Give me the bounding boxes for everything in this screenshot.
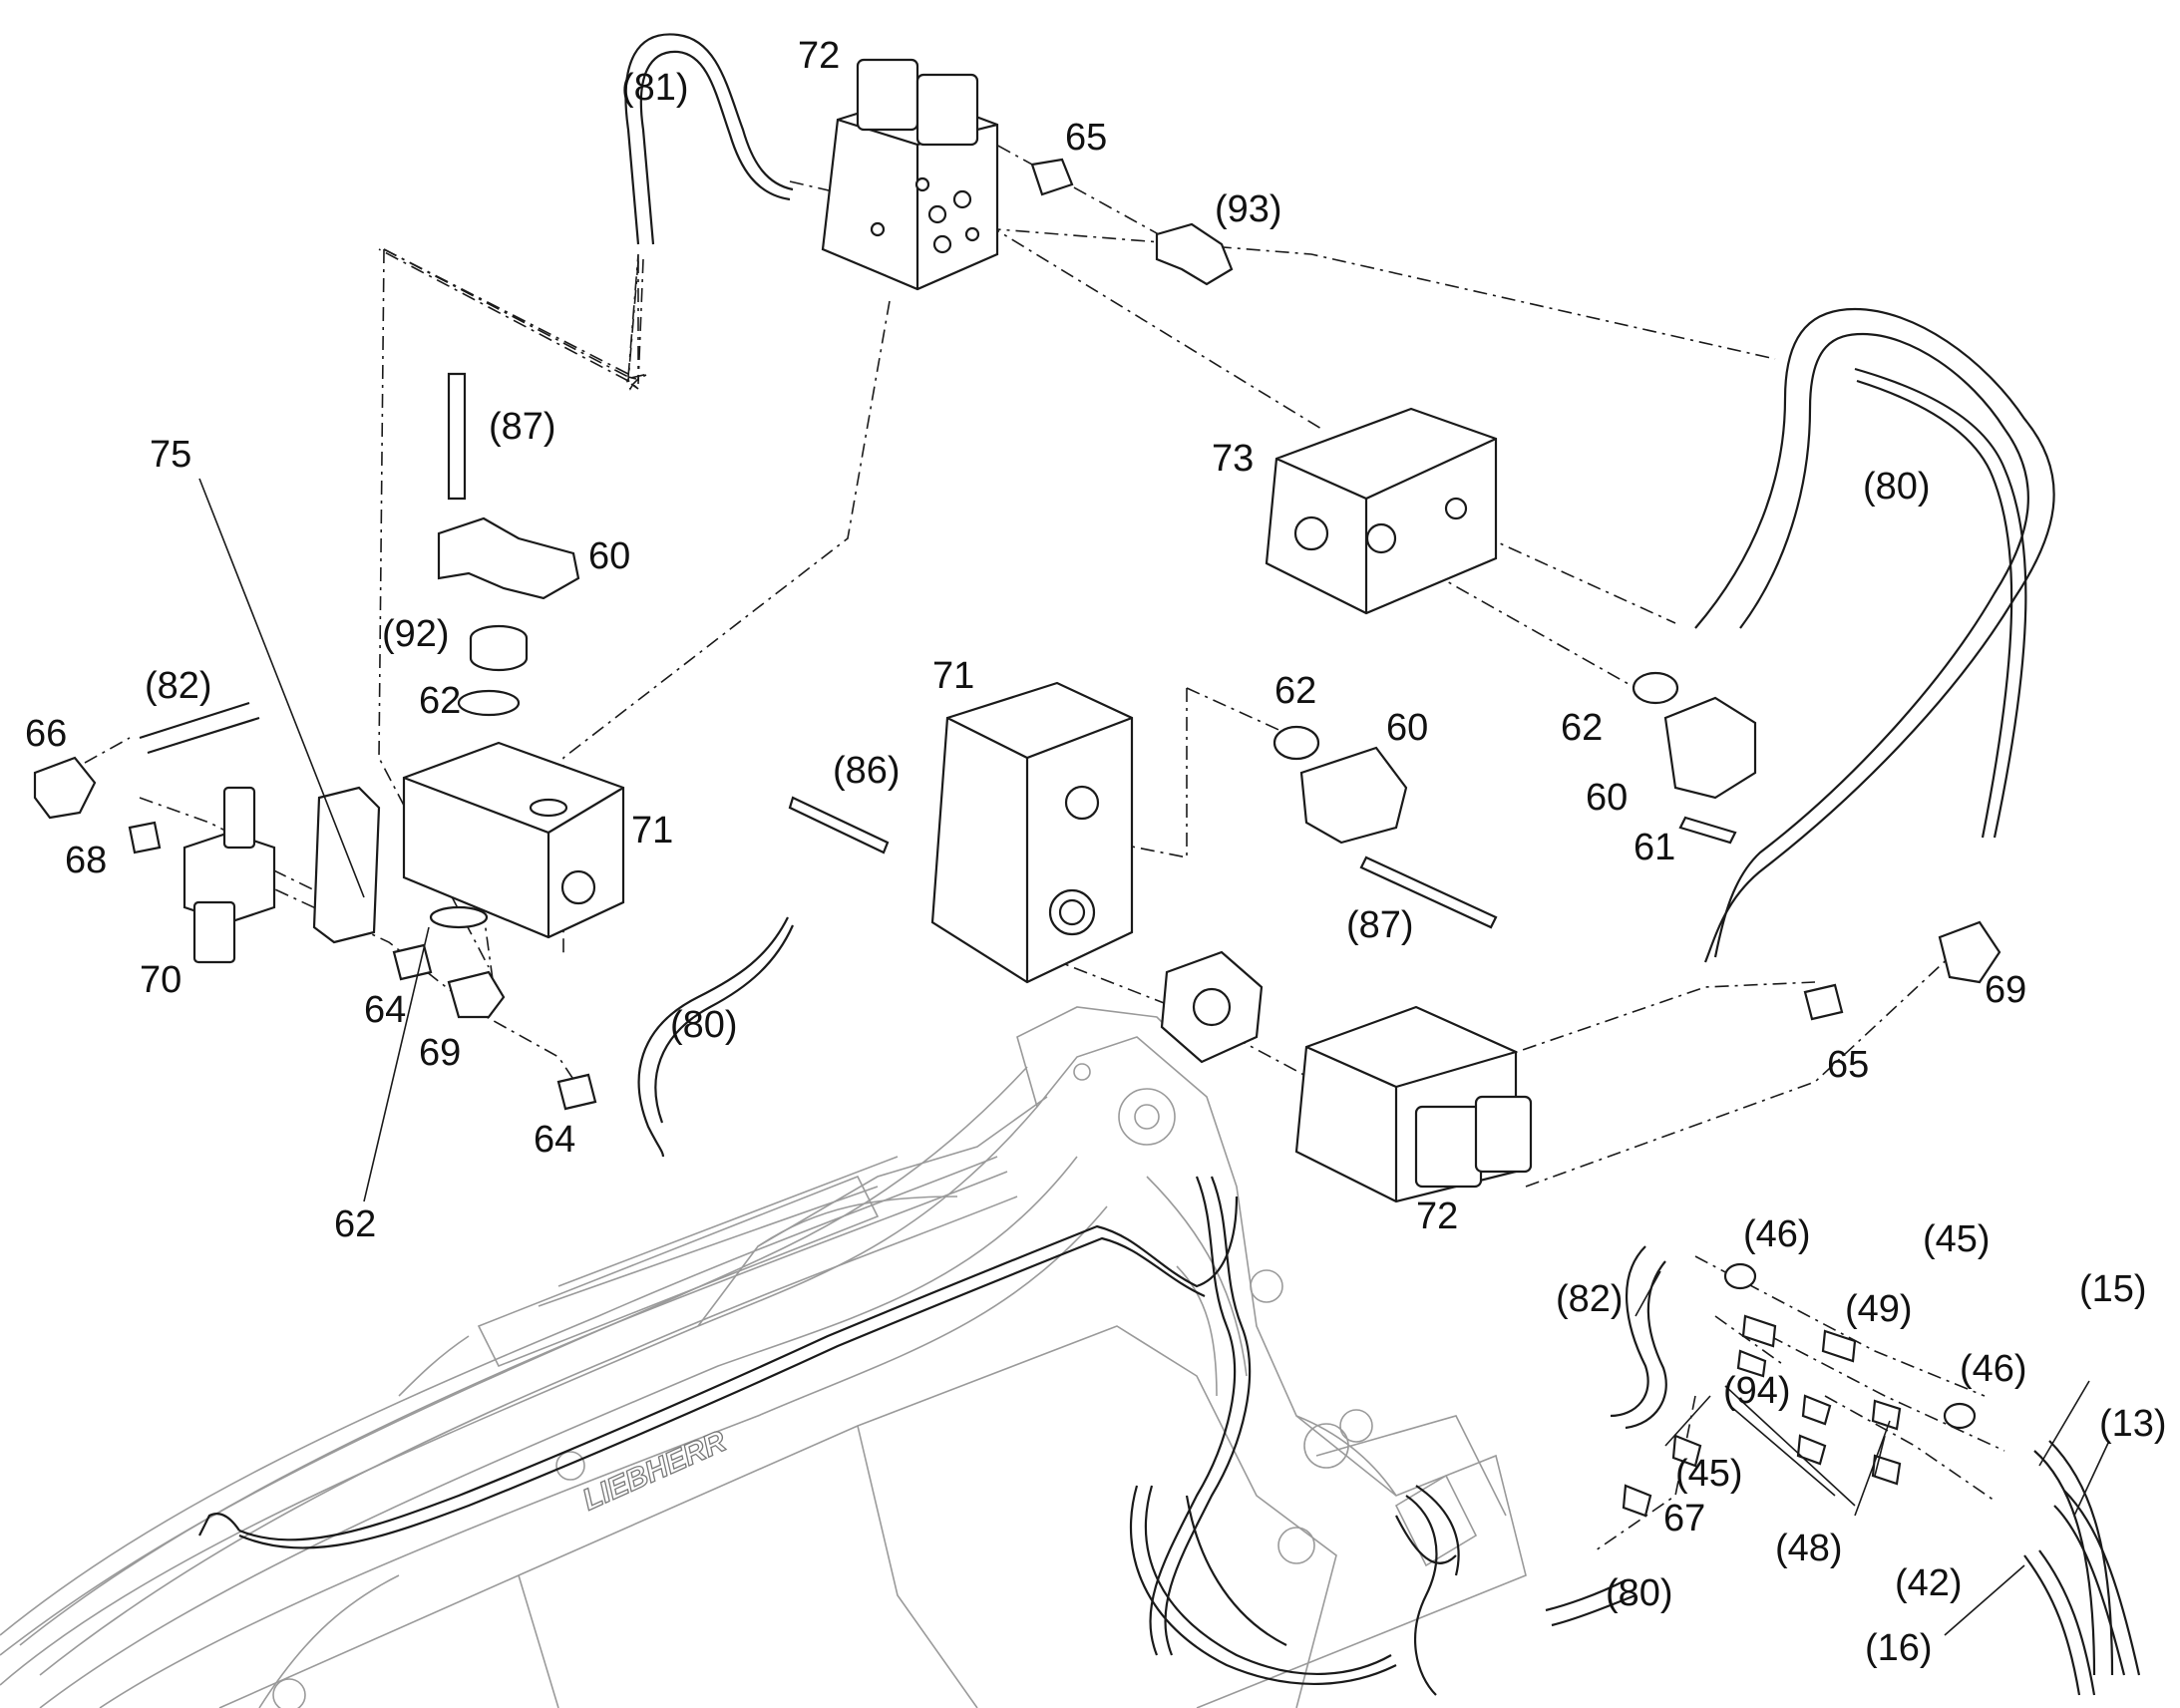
solenoid-valve-72-top (821, 58, 999, 291)
label-62-center: 62 (1274, 670, 1316, 712)
parts (33, 58, 2001, 1518)
label-46-top: (46) (1743, 1213, 1811, 1255)
label-42: (42) (1895, 1562, 1963, 1604)
label-45-top: (45) (1923, 1218, 1991, 1260)
label-72-top: 72 (798, 35, 840, 77)
label-62-right: 62 (1561, 707, 1603, 749)
label-67: 67 (1663, 1498, 1705, 1539)
label-80-middle: (80) (670, 1004, 738, 1046)
label-69-right: 69 (1985, 969, 2026, 1011)
label-69-left: 69 (419, 1032, 461, 1074)
label-65-right: 65 (1827, 1044, 1869, 1086)
label-49: (49) (1845, 1288, 1913, 1330)
label-71-center: 71 (932, 655, 974, 697)
liebherr-brand-text: LIEBHERR (577, 1425, 731, 1518)
label-87-left: (87) (489, 406, 556, 448)
label-70: 70 (140, 959, 182, 1001)
label-68: 68 (65, 840, 107, 881)
label-62-left-top: 62 (419, 680, 461, 722)
label-65-top: 65 (1065, 117, 1107, 159)
label-64-left: 64 (364, 989, 406, 1031)
part-labels: 72 (81) 65 (93) (87) 75 73 (80) 60 (92) … (25, 35, 2167, 1669)
label-48: (48) (1775, 1528, 1843, 1569)
label-60-left: 60 (588, 535, 630, 577)
label-82-right: (82) (1556, 1278, 1624, 1320)
label-81: (81) (621, 67, 689, 109)
label-45-lower: (45) (1675, 1453, 1743, 1495)
valve-block-71-center (930, 681, 1134, 984)
label-87-center: (87) (1346, 904, 1414, 946)
label-66: 66 (25, 713, 67, 755)
label-46-right: (46) (1960, 1348, 2027, 1390)
label-93: (93) (1215, 188, 1282, 230)
label-73: 73 (1212, 438, 1254, 480)
label-62-bottom: 62 (334, 1203, 376, 1245)
excavator-boom-background: LIEBHERR (0, 1006, 1527, 1708)
label-80-right: (80) (1863, 466, 1931, 508)
leader-lines (198, 478, 2110, 1636)
valve-70 (182, 786, 276, 964)
valve-block-73 (1265, 407, 1498, 615)
label-64-bottom: 64 (534, 1119, 575, 1161)
label-71-left: 71 (631, 810, 673, 852)
label-80-bottom: (80) (1606, 1572, 1673, 1614)
hoses (139, 33, 2141, 1696)
label-94: (94) (1723, 1370, 1791, 1412)
label-61: 61 (1634, 827, 1675, 868)
label-86: (86) (833, 750, 901, 792)
label-75: 75 (150, 434, 191, 476)
label-13: (13) (2099, 1403, 2167, 1445)
solenoid-valve-72-bottom (1294, 1005, 1533, 1203)
label-92: (92) (382, 613, 450, 655)
valve-block-71-left (402, 741, 625, 939)
label-82-left: (82) (145, 665, 212, 707)
label-72-bottom: 72 (1416, 1196, 1458, 1237)
label-16: (16) (1865, 1627, 1933, 1669)
label-60-center: 60 (1386, 707, 1428, 749)
label-15: (15) (2079, 1268, 2147, 1310)
label-60-right: 60 (1586, 777, 1628, 819)
